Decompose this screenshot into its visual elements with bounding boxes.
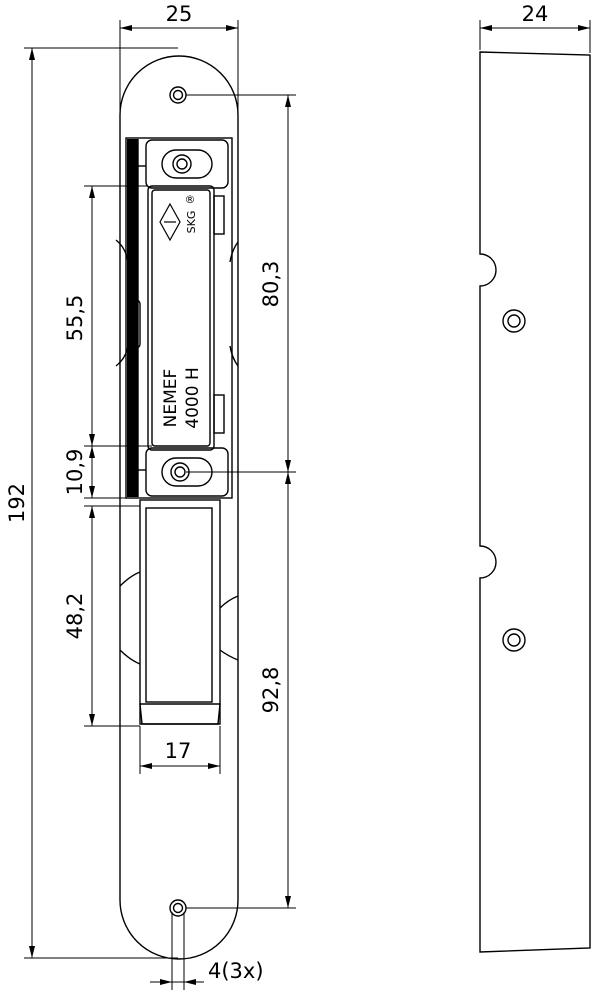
plate-width-dimension: 25 — [166, 2, 193, 26]
bolt-length-dimension: 48,2 — [63, 593, 87, 640]
side-depth-dimension: 24 — [522, 2, 549, 26]
hole-diameter-dimension: 4(3x) — [208, 959, 264, 983]
lock-case — [115, 137, 239, 499]
registered-mark: ® — [185, 193, 196, 206]
top-screw-hole — [169, 86, 187, 104]
model-label: 4000 H — [183, 367, 203, 428]
brand-label: NEMEF — [161, 369, 181, 428]
bolt-width-dimension: 17 — [165, 739, 192, 763]
upper-screw-spacing-dimension: 80,3 — [259, 261, 283, 308]
side-view-outline — [479, 51, 591, 953]
upper-slotted-screw-hole — [161, 149, 213, 179]
skg-logo-icon — [159, 202, 181, 242]
overall-length-dimension: 192 — [5, 483, 29, 523]
certification-label: SKG — [185, 211, 198, 234]
side-lower-screw-hole — [502, 628, 526, 652]
latch-gap-dimension: 10,9 — [63, 449, 87, 496]
latch-length-dimension: 55,5 — [63, 295, 87, 342]
side-upper-screw-hole — [502, 309, 526, 333]
strike-plate-outline — [119, 55, 239, 960]
lower-screw-spacing-dimension: 92,8 — [259, 667, 283, 714]
bolt — [119, 499, 239, 725]
